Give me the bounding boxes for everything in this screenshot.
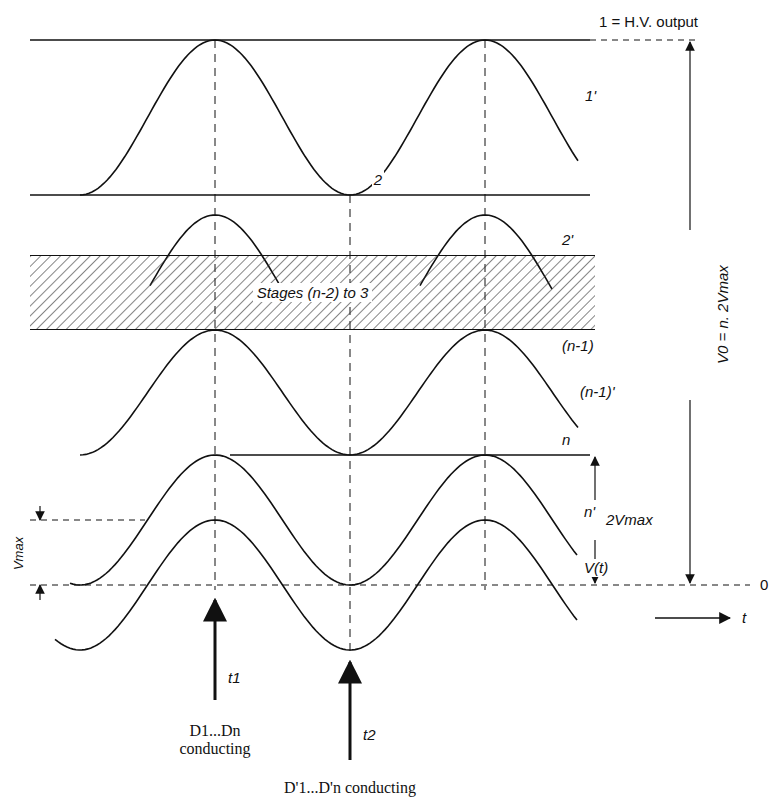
dimension-label: Vmax <box>13 534 28 571</box>
stage-n-line <box>230 454 590 456</box>
t2-arrow <box>349 662 352 760</box>
time-label: t2 <box>361 726 378 743</box>
stage-2-line <box>30 194 590 196</box>
waveform-n-1prime <box>80 330 578 455</box>
diode-state-note: D1...Dn conducting <box>153 722 277 759</box>
output-label: 1 = H.V. output <box>597 13 700 30</box>
zero-line <box>30 585 750 586</box>
axis-label: t <box>740 609 748 626</box>
vmax-level <box>30 520 145 521</box>
node-label: 2 <box>372 171 384 188</box>
stage-label: Stages (n-2) to 3 <box>253 283 373 302</box>
signal-label: V(t) <box>582 559 610 576</box>
node-label: n <box>560 431 572 448</box>
v0-dimension <box>689 42 690 230</box>
node-label: 1' <box>583 87 598 104</box>
t1-arrow <box>214 600 217 700</box>
dimension-label: V0 = n. 2Vmax <box>713 264 730 367</box>
v0-dimension <box>689 400 690 583</box>
2vmax-dimension <box>594 457 595 500</box>
vmax-dimension <box>39 585 40 600</box>
diode-state-note: D'1...D'n conducting <box>278 779 422 797</box>
time-label: t1 <box>226 669 243 686</box>
waveform-nprime <box>70 455 577 585</box>
waveform-1prime <box>80 40 578 195</box>
node-label: n' <box>582 503 597 520</box>
node-label: (n-1)' <box>578 383 617 400</box>
node-label: 2' <box>560 231 575 248</box>
hv-output-line <box>30 39 590 41</box>
waveform-vt <box>55 520 577 650</box>
node-label: (n-1) <box>560 337 596 354</box>
vmax-dimension <box>39 506 40 520</box>
axis-label: 0 <box>758 576 770 593</box>
time-axis-arrow <box>655 617 730 619</box>
hv-output-extension <box>590 40 700 41</box>
stage-band: Stages (n-2) to 3 <box>30 255 595 330</box>
dimension-label: 2Vmax <box>604 511 655 528</box>
